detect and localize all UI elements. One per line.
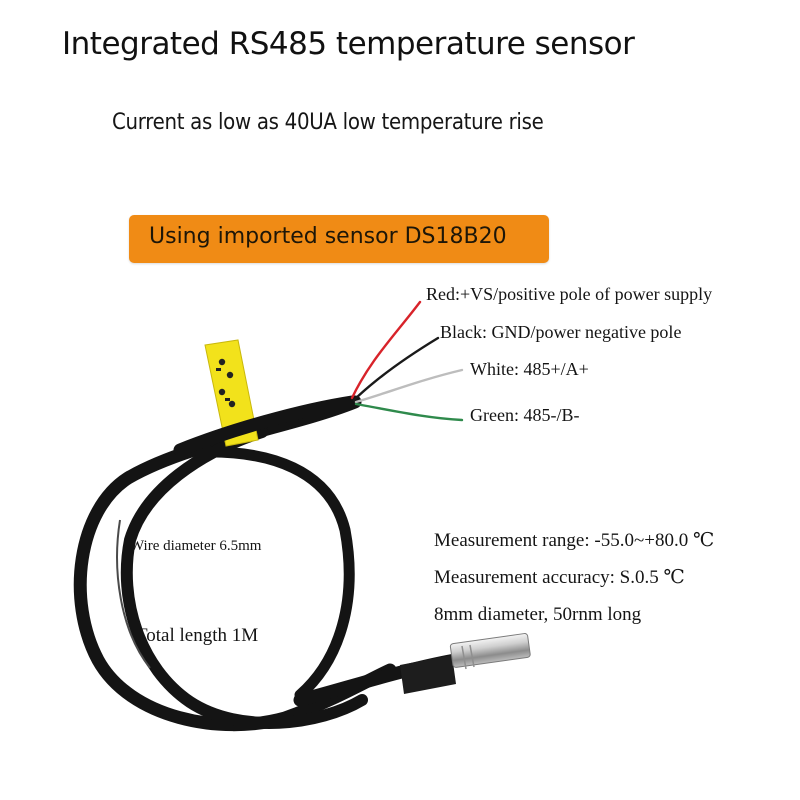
cable-coil-back (194, 446, 355, 701)
probe (400, 633, 531, 694)
cable-highlight (116, 519, 151, 669)
total-length-label: Total length 1M (136, 625, 259, 646)
spec-measurement-accuracy: Measurement accuracy: S.0.5 ℃ (434, 567, 685, 588)
wire-label-green: Green: 485-/B- (470, 405, 580, 425)
wire-black (352, 336, 440, 402)
cable-coil (73, 395, 462, 732)
wire-label-white: White: 485+/A+ (470, 359, 589, 379)
lead-wires (350, 300, 464, 422)
page-title: Integrated RS485 temperature sensor (62, 26, 635, 62)
wire-red (350, 300, 422, 400)
wire-white (354, 368, 464, 404)
yellow-tag (204, 339, 259, 447)
cable-coil-inner (120, 426, 368, 729)
wire-label-black: Black: GND/power negative pole (440, 322, 682, 342)
spec-measurement-range: Measurement range: -55.0~+80.0 ℃ (434, 530, 715, 551)
banner-text: Using imported sensor DS18B20 (149, 224, 507, 249)
sensor-banner: Using imported sensor DS18B20 (129, 215, 549, 263)
cable-end (173, 395, 359, 457)
wire-green (354, 402, 464, 422)
page-subtitle: Current as low as 40UA low temperature r… (112, 110, 544, 135)
spec-probe-dimensions: 8mm diameter, 50rnm long (434, 604, 642, 625)
wire-label-red: Red:+VS/positive pole of power supply (426, 284, 713, 304)
wire-diameter-label: Wire diameter 6.5mm (130, 538, 262, 554)
